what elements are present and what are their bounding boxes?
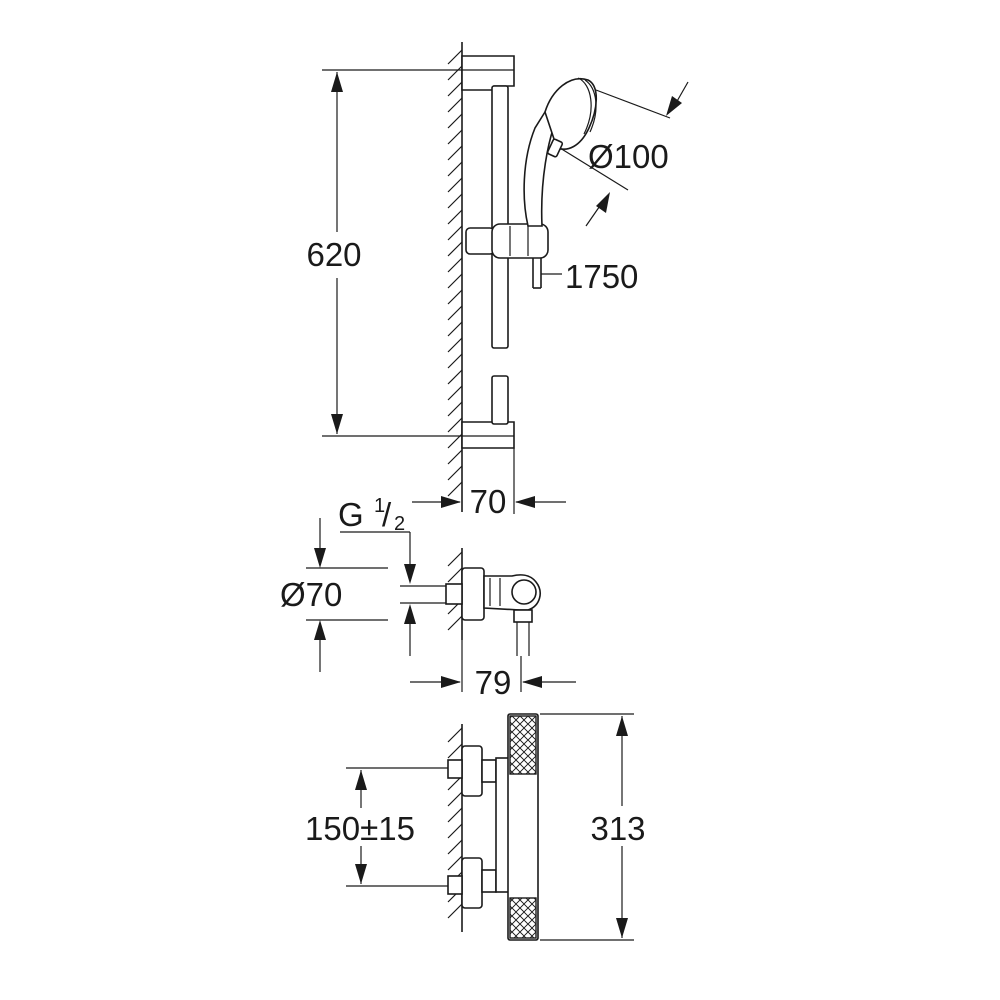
- wall-hatching: [447, 49, 463, 497]
- elbow-joint: [511, 579, 537, 605]
- thread-stub: [445, 583, 463, 605]
- mixer-length-dimension: 313: [540, 713, 646, 941]
- inlet-spacing-label: 150±15: [305, 810, 415, 847]
- slider-holder: [465, 223, 549, 259]
- lower-connector: [447, 857, 497, 909]
- wall-flange: [461, 567, 485, 621]
- lower-handle: [509, 897, 537, 939]
- holder-depth-dimension: 79: [410, 640, 576, 701]
- thread-dimension: G 1 / 2: [338, 495, 446, 656]
- thread-label: G: [338, 496, 364, 533]
- shower-rail-view: 620 Ø100 1750 70: [306, 42, 689, 520]
- wall-holder-view: G 1 / 2 Ø70 79: [280, 495, 576, 701]
- rail-depth-dimension: 70: [412, 448, 566, 520]
- hose-length-label: 1750: [565, 258, 638, 295]
- height-dimension: 620: [306, 69, 462, 437]
- mixer-length-label: 313: [590, 810, 645, 847]
- head-diameter-label: Ø100: [588, 138, 669, 175]
- thermostat-view: 150±15 313: [305, 713, 646, 941]
- holder-depth-label: 79: [475, 664, 512, 701]
- holder-diameter-dimension: Ø70: [280, 518, 388, 672]
- holder-diameter-label: Ø70: [280, 576, 342, 613]
- upper-connector: [447, 745, 497, 797]
- rail-height-label: 620: [306, 236, 361, 273]
- rail-lower: [491, 375, 509, 425]
- top-bracket: [461, 55, 515, 91]
- hand-shower: [523, 77, 598, 227]
- thread-slash: /: [382, 496, 392, 533]
- hose-length-dimension: 1750: [541, 258, 638, 295]
- thread-numerator: 1: [374, 495, 385, 517]
- inlet-spacing-dimension: 150±15: [305, 767, 448, 887]
- hose-nut: [513, 609, 533, 623]
- rail-upper: [491, 85, 509, 349]
- rail-depth-label: 70: [470, 483, 507, 520]
- hose: [532, 258, 542, 289]
- thread-denominator: 2: [394, 513, 405, 535]
- head-diameter-dimension: Ø100: [559, 81, 689, 227]
- upper-handle: [509, 715, 537, 775]
- bottom-bracket: [461, 421, 515, 449]
